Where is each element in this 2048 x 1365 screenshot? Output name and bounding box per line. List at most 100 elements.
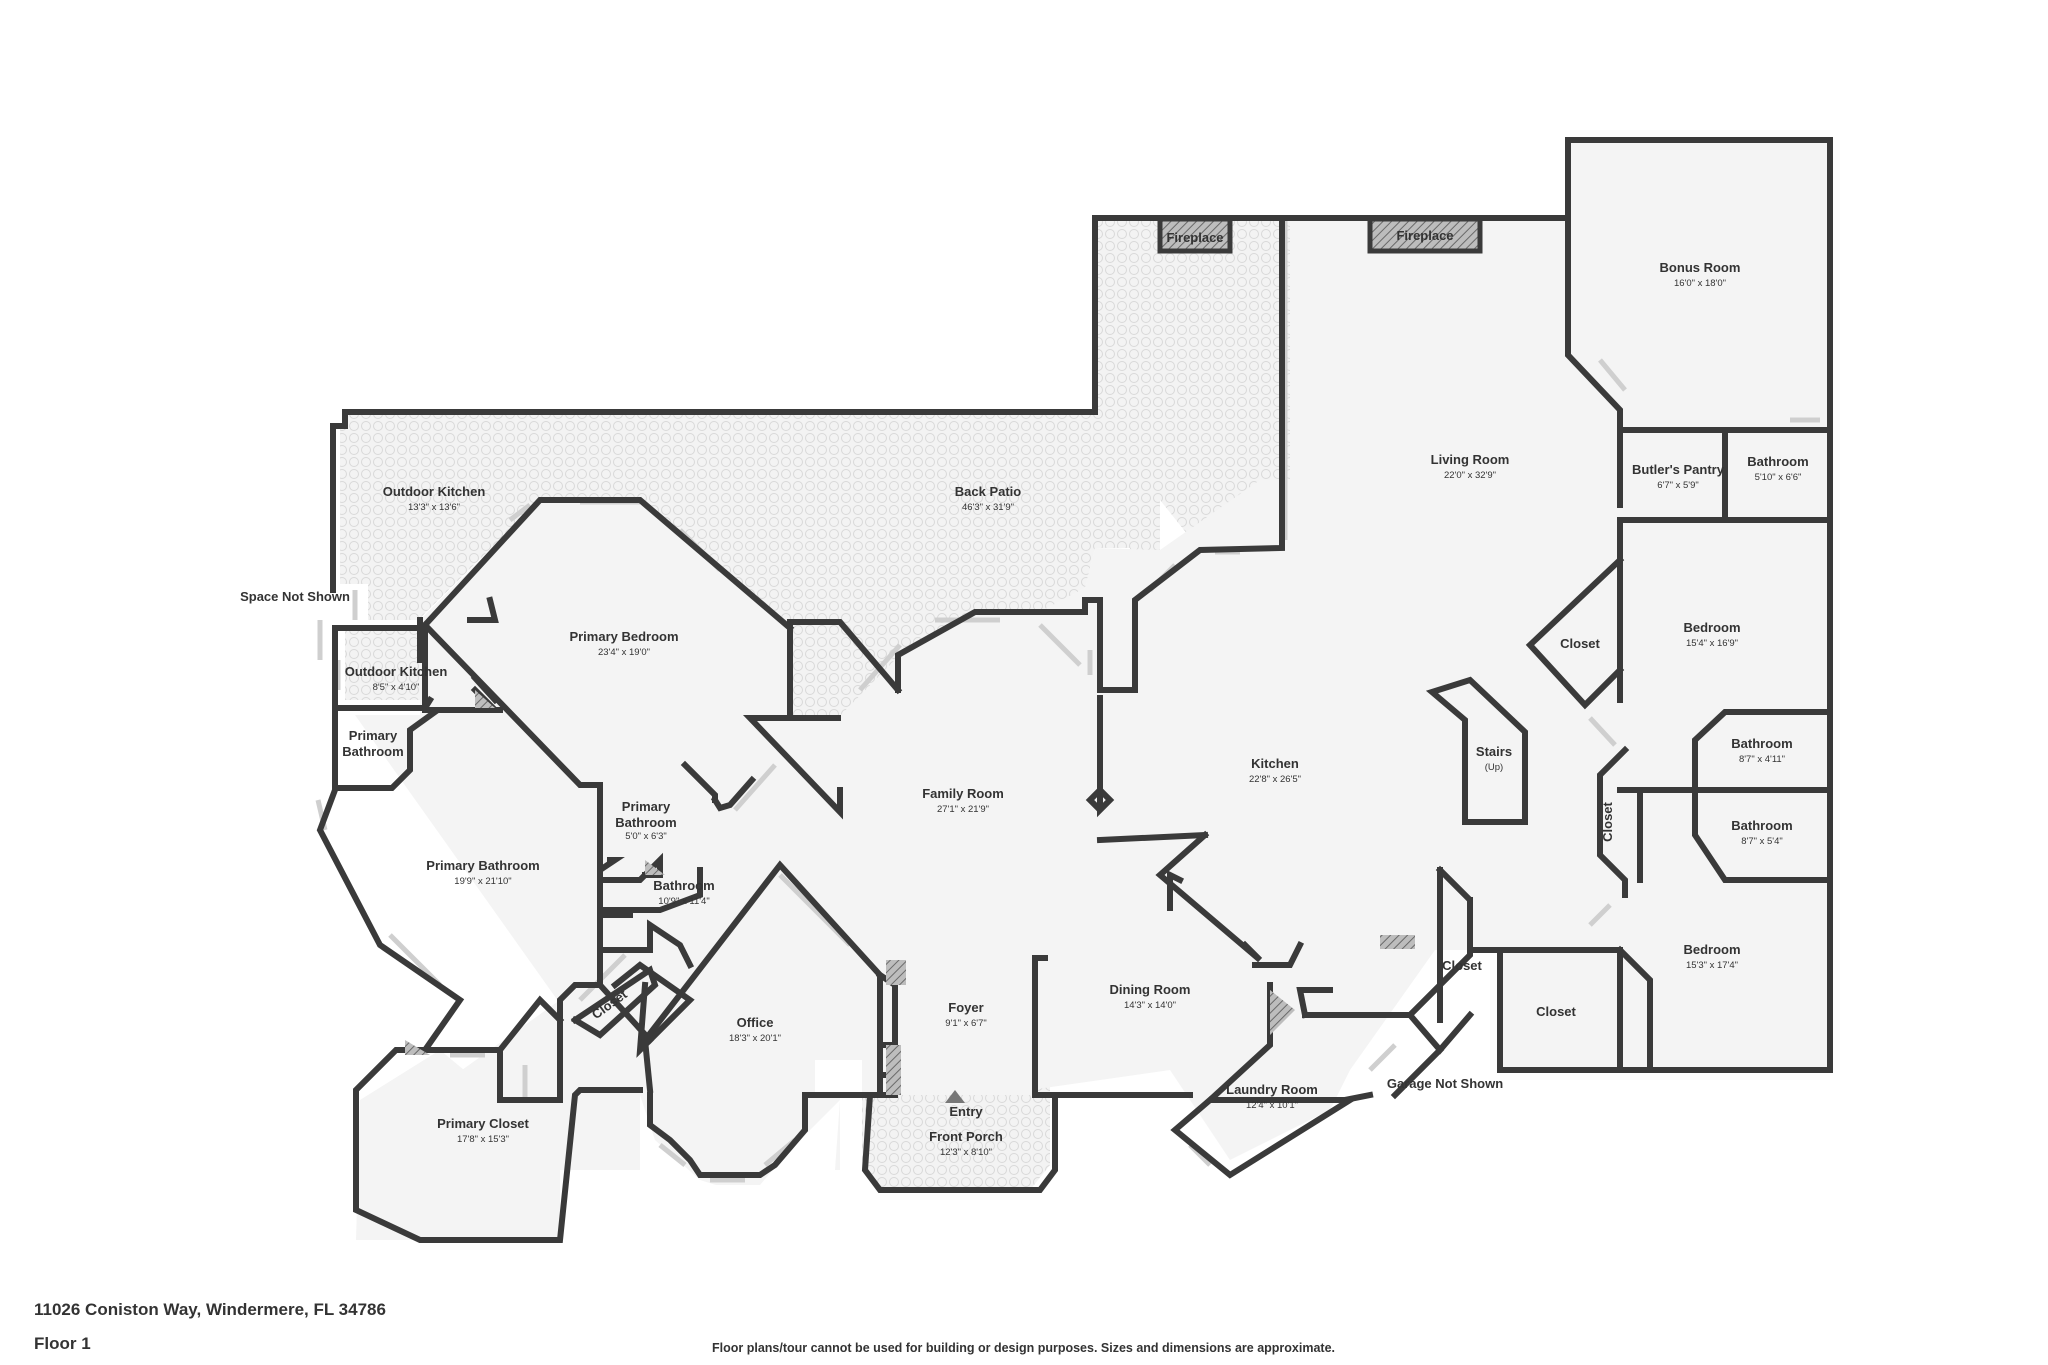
- room-name: Family Room: [922, 786, 1004, 801]
- entry-arrow-icon: [945, 1090, 965, 1103]
- structural-blocks: [405, 216, 1483, 1095]
- room-dimensions: 15'4" x 16'9": [1686, 638, 1738, 649]
- room-label-closet-e2: Closet: [1600, 801, 1615, 841]
- room-name: Primary Closet: [437, 1116, 529, 1131]
- room-label-dining-room: Dining Room 14'3" x 14'0": [1110, 982, 1191, 1011]
- room-dimensions: 10'9" x 11'4": [658, 896, 709, 907]
- room-label-closet-e4: Closet: [1536, 1004, 1576, 1019]
- room-label-butlers-pantry: Butler's Pantry 6'7" x 5'9": [1632, 462, 1725, 491]
- room-label-bathroom-e2: Bathroom 8'7" x 4'11": [1731, 736, 1792, 765]
- room-name: Kitchen: [1251, 756, 1299, 771]
- room-dimensions: 46'3" x 31'9": [962, 502, 1014, 513]
- column-block: [886, 1045, 901, 1095]
- room-dimensions: 27'1" x 21'9": [937, 804, 989, 815]
- room-dimensions: 9'1" x 6'7": [945, 1018, 987, 1029]
- room-name: Entry: [949, 1104, 983, 1119]
- room-label-stairs: Stairs (Up): [1476, 744, 1512, 773]
- disclaimer-text: Floor plans/tour cannot be used for buil…: [712, 1341, 1336, 1355]
- room-label-primary-bathroom-mid-dims: 5'0" x 6'3": [625, 831, 667, 842]
- room-name: Front Porch: [929, 1129, 1003, 1144]
- room-dimensions: 5'10" x 6'6": [1755, 472, 1802, 483]
- room-dimensions: 8'7" x 4'11": [1739, 754, 1785, 765]
- garage-not-shown-label: Garage Not Shown: [1387, 1076, 1503, 1091]
- space-not-shown-label: Space Not Shown: [240, 589, 350, 604]
- room-name: Outdoor Kitchen: [383, 484, 486, 499]
- room-label-outdoor-kitchen-large: Outdoor Kitchen 13'3" x 13'6": [383, 484, 486, 513]
- room-name: Dining Room: [1110, 982, 1191, 997]
- room-label-office: Office 18'3" x 20'1": [729, 1015, 781, 1044]
- fireplace-label: Fireplace: [1396, 228, 1453, 243]
- room-name: Living Room: [1431, 452, 1510, 467]
- room-dimensions: 23'4" x 19'0": [598, 647, 650, 658]
- room-dimensions: 14'3" x 14'0": [1124, 1000, 1176, 1011]
- column-block: [475, 690, 495, 708]
- room-name: Laundry Room: [1226, 1082, 1318, 1097]
- room-name: Closet: [1442, 958, 1482, 973]
- room-dimensions: 22'8" x 26'5": [1249, 774, 1301, 785]
- column-block: [1380, 935, 1415, 949]
- room-label-foyer: Foyer 9'1" x 6'7": [945, 1000, 987, 1029]
- column-block: [405, 1040, 430, 1055]
- column-block: [645, 860, 665, 875]
- room-dimensions: 15'3" x 17'4": [1686, 960, 1738, 971]
- fireplace-block-west: [1367, 216, 1483, 254]
- room-label-bedroom-e1: Bedroom 15'4" x 16'9": [1683, 620, 1740, 649]
- room-label-primary-bedroom: Primary Bedroom 23'4" x 19'0": [569, 629, 678, 658]
- room-name: Foyer: [948, 1000, 983, 1015]
- column-block: [1270, 990, 1295, 1035]
- room-name: Bathroom: [1747, 454, 1808, 469]
- fireplace-block-east: [1157, 216, 1233, 254]
- floor-label: Floor 1: [34, 1334, 91, 1353]
- room-name: Closet: [1600, 801, 1615, 841]
- room-name: Bathroom: [342, 744, 403, 759]
- room-name: Bathroom: [653, 878, 714, 893]
- property-address: 11026 Coniston Way, Windermere, FL 34786: [34, 1300, 386, 1319]
- room-label-living-room: Living Room 22'0" x 32'9": [1431, 452, 1510, 481]
- room-name: Bathroom: [1731, 736, 1792, 751]
- room-labels: Outdoor Kitchen 13'3" x 13'6" Back Patio 46…: [342, 260, 1808, 1158]
- room-name: Back Patio: [955, 484, 1022, 499]
- room-name: Primary Bathroom: [426, 858, 539, 873]
- room-name: Closet: [1536, 1004, 1576, 1019]
- room-name: Office: [737, 1015, 774, 1030]
- room-dimensions: 12'4" x 10'1": [1246, 1100, 1298, 1111]
- room-dimensions: 5'0" x 6'3": [625, 831, 667, 842]
- room-name: Primary Bedroom: [569, 629, 678, 644]
- room-label-family-room: Family Room 27'1" x 21'9": [922, 786, 1004, 815]
- room-name: Primary: [622, 799, 671, 814]
- room-name: Bathroom: [1731, 818, 1792, 833]
- room-dimensions: 18'3" x 20'1": [729, 1033, 781, 1044]
- room-label-bathroom-center: Bathroom 10'9" x 11'4": [653, 878, 714, 907]
- room-dimensions: 22'0" x 32'9": [1444, 470, 1496, 481]
- room-label-back-patio: Back Patio 46'3" x 31'9": [955, 484, 1022, 513]
- room-dimensions: 8'5" x 4'10": [373, 682, 420, 693]
- room-dimensions: 16'0" x 18'0": [1674, 278, 1726, 289]
- room-dimensions: 6'7" x 5'9": [1657, 480, 1699, 491]
- room-dimensions: 17'8" x 15'3": [457, 1134, 509, 1145]
- room-name: Butler's Pantry: [1632, 462, 1725, 477]
- room-label-closet-e3: Closet: [1442, 958, 1482, 973]
- room-name: Closet: [1560, 636, 1600, 651]
- room-label-laundry-room: Laundry Room 12'4" x 10'1": [1226, 1082, 1318, 1111]
- room-name: Bedroom: [1683, 620, 1740, 635]
- fireplace-label: Fireplace: [1166, 230, 1223, 245]
- room-dimensions: (Up): [1485, 762, 1503, 773]
- room-label-kitchen: Kitchen 22'8" x 26'5": [1249, 756, 1301, 785]
- column-block: [886, 960, 906, 985]
- room-label-entry: Entry: [949, 1104, 983, 1119]
- room-name: Stairs: [1476, 744, 1512, 759]
- room-label-outdoor-kitchen-small: Outdoor Kitchen 8'5" x 4'10": [345, 664, 448, 693]
- room-name: Outdoor Kitchen: [345, 664, 448, 679]
- room-name: Primary: [349, 728, 398, 743]
- room-label-closet-e1: Closet: [1560, 636, 1600, 651]
- room-dimensions: 13'3" x 13'6": [408, 502, 460, 513]
- room-label-bathroom-ne: Bathroom 5'10" x 6'6": [1747, 454, 1808, 483]
- room-label-primary-closet: Primary Closet 17'8" x 15'3": [437, 1116, 529, 1145]
